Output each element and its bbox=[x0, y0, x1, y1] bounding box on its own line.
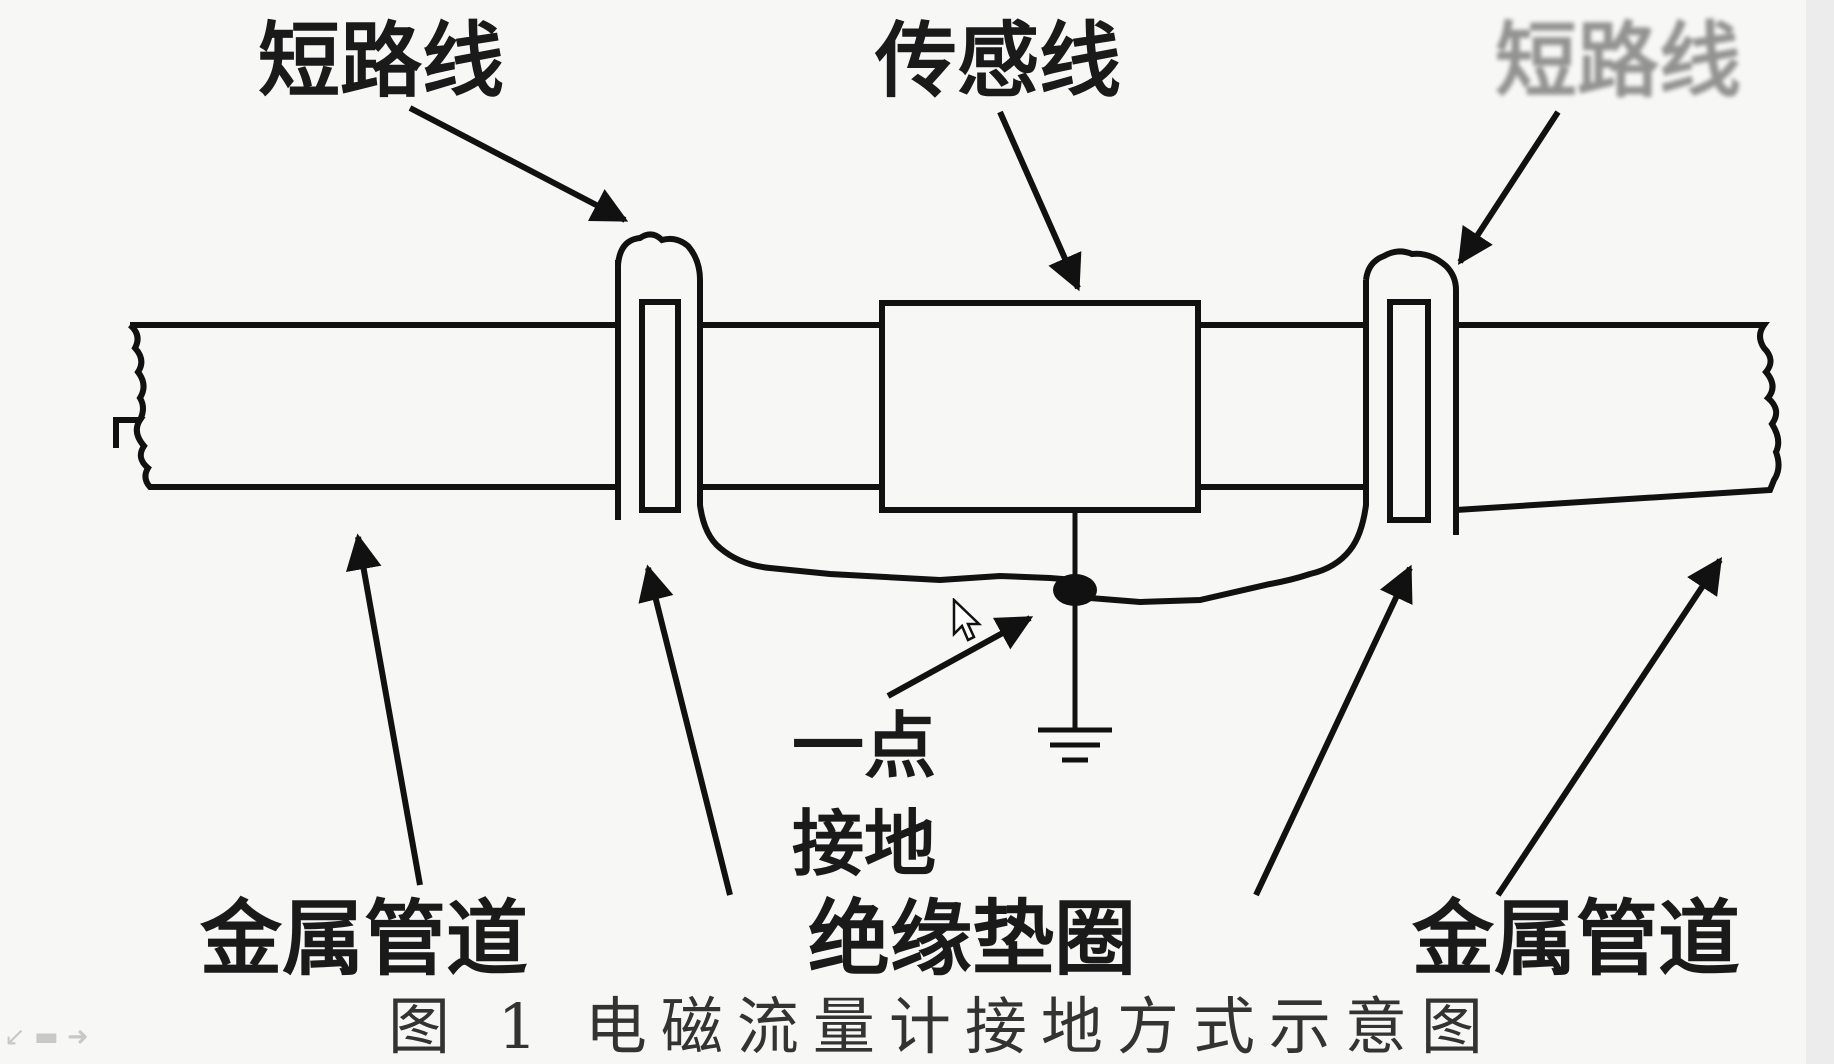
arrow-gasket-right bbox=[1253, 564, 1413, 897]
right-insulation-gasket bbox=[1387, 299, 1431, 523]
arrow-short-wire-left bbox=[408, 105, 629, 223]
mouse-cursor-icon bbox=[952, 598, 982, 642]
edge-strip bbox=[1806, 0, 1834, 1064]
right-metal-pipe bbox=[1455, 322, 1782, 513]
arrow-gasket-left bbox=[638, 564, 733, 896]
arrow-sensor-wire bbox=[997, 110, 1082, 292]
left-short-wire bbox=[615, 231, 1076, 584]
label-metal-pipe-right: 金属管道 bbox=[1412, 891, 1741, 987]
ground-junction bbox=[1053, 574, 1097, 606]
label-short-wire-right: 短路线 bbox=[1495, 13, 1742, 109]
label-short-wire-left: 短路线 bbox=[258, 13, 505, 109]
left-metal-pipe bbox=[113, 322, 618, 490]
label-insulation-gasket: 绝缘垫圈 bbox=[808, 891, 1137, 987]
label-sensor-wire: 传感线 bbox=[875, 13, 1122, 109]
arrow-metal-pipe-right bbox=[1495, 556, 1723, 897]
figure-caption: 图 1 电磁流量计接地方式示意图 bbox=[388, 990, 1497, 1063]
arrow-ground-point bbox=[886, 615, 1034, 699]
label-metal-pipe-left: 金属管道 bbox=[200, 891, 529, 987]
sensor-body bbox=[879, 300, 1201, 513]
left-insulation-gasket bbox=[639, 299, 681, 513]
player-controls-icon[interactable]: ↙ ▬ ➜ bbox=[4, 1022, 89, 1052]
arrow-metal-pipe-left bbox=[345, 533, 423, 886]
right-short-wire bbox=[1089, 248, 1459, 606]
label-ground: 接地 bbox=[792, 801, 937, 886]
arrow-short-wire-right bbox=[1457, 110, 1561, 266]
label-one-point: 一点 bbox=[792, 703, 937, 788]
